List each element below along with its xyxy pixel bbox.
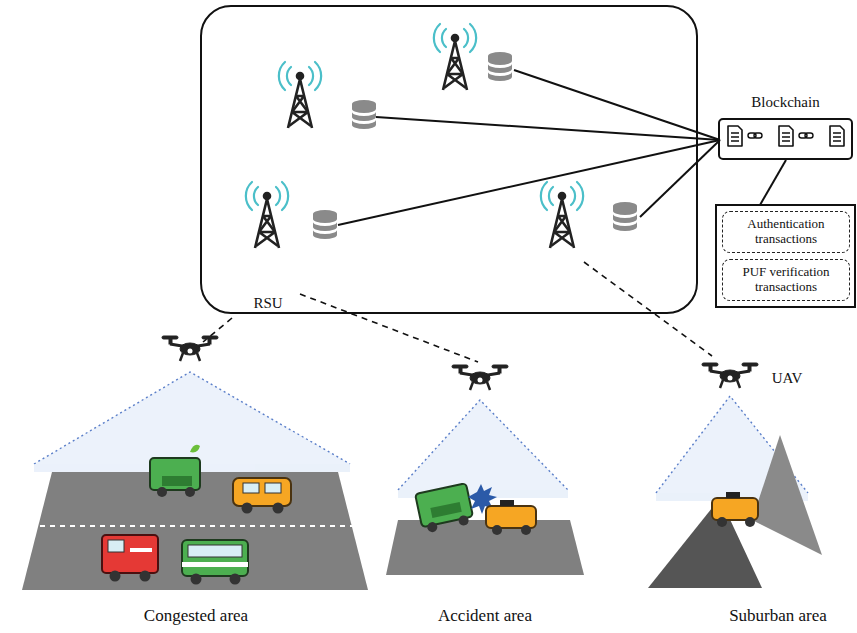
rsu-region [201, 6, 697, 313]
node-heading: Blockchain [720, 94, 851, 111]
node-text: PUF verification transactions [728, 265, 844, 295]
database-icon [613, 202, 637, 231]
rsu-tower [246, 182, 288, 248]
rsu-tower [541, 182, 583, 248]
rsu-tower [279, 62, 321, 128]
chain-icons [728, 126, 844, 146]
database-icon [488, 52, 512, 81]
transaction-box: Authentication transactions [722, 211, 850, 253]
transactions-panel [716, 205, 855, 307]
coverage-cones [34, 372, 808, 493]
rsu-label: RSU [253, 295, 282, 312]
blockchain-box: Blockchain [718, 118, 853, 160]
rsu-tower [434, 24, 476, 90]
area-label: Suburban area [729, 606, 827, 626]
database-icon [313, 210, 337, 239]
node-text: Authentication transactions [728, 217, 844, 247]
uav-icon [162, 336, 218, 361]
database-icon [352, 100, 376, 129]
congested-road [22, 445, 368, 590]
uav-icon [702, 363, 758, 388]
suburban-scene [648, 435, 822, 588]
wireless-links [203, 262, 712, 362]
uav-label: UAV [772, 370, 803, 387]
transaction-box: PUF verification transactions [722, 259, 850, 301]
uav-icon [452, 365, 508, 390]
area-label: Accident area [438, 606, 532, 626]
area-label: Congested area [144, 606, 248, 626]
accident-road [386, 483, 584, 575]
